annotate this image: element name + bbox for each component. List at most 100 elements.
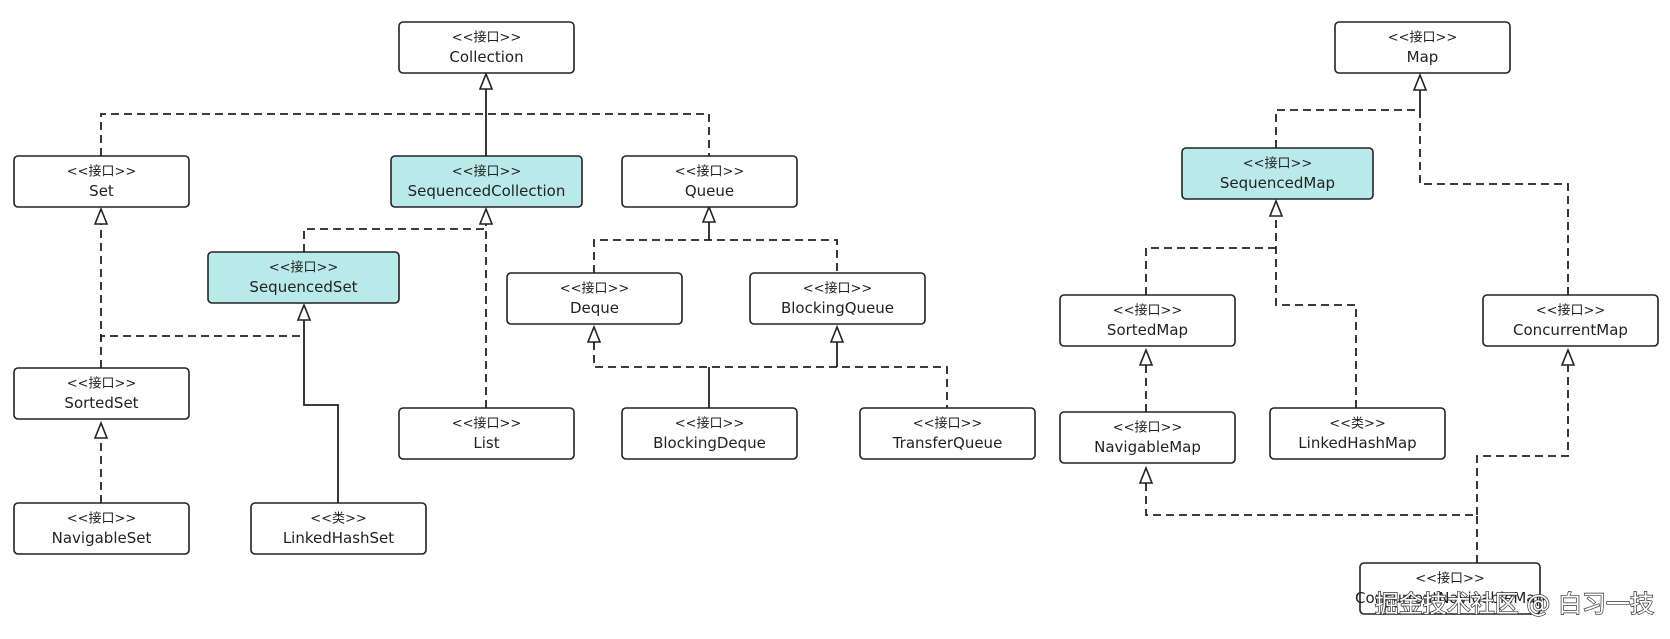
- node-name: NavigableSet: [52, 529, 152, 547]
- node-stereotype: <<类>>: [1329, 416, 1386, 431]
- edge-sortedset-to-sequencedset: [100, 335, 304, 340]
- node-name: Map: [1407, 48, 1439, 66]
- edge-set-to-collection: [100, 113, 710, 156]
- node-stereotype: <<接口>>: [1113, 302, 1183, 318]
- node-box: [1334, 21, 1511, 74]
- node-sorted-set: <<接口>> SortedSet: [13, 367, 190, 420]
- node-box: [1059, 294, 1236, 347]
- edge-concurrentnavigablemap-to-navigablemap: [1145, 468, 1478, 563]
- arrow-collection: [478, 71, 494, 90]
- edge-sequencedset-to-sequencedcollection: [303, 228, 486, 252]
- arrow-sortedset: [93, 420, 109, 439]
- node-name: SequencedMap: [1220, 174, 1335, 192]
- node-linked-hash-map: <<类>> LinkedHashMap: [1269, 407, 1446, 460]
- node-stereotype: <<接口>>: [675, 163, 745, 179]
- node-sequenced-set: <<接口>> SequencedSet: [207, 251, 400, 304]
- node-stereotype: <<接口>>: [452, 163, 522, 179]
- nodes: <<接口>> Collection <<接口>> Set <<接口>> Sequenced…: [13, 21, 1659, 615]
- node-stereotype: <<接口>>: [452, 415, 522, 431]
- node-sequenced-collection: <<接口>> SequencedCollection: [390, 155, 583, 208]
- arrow-sequencedset: [296, 302, 312, 321]
- node-name: SortedMap: [1107, 321, 1188, 339]
- edge-sortedmap-to-sequencedmap: [1145, 247, 1276, 295]
- node-name: ConcurrentNavigableMap: [1355, 589, 1545, 607]
- node-list: <<接口>> List: [398, 407, 575, 460]
- node-box: [506, 272, 683, 325]
- node-box: [1181, 147, 1374, 200]
- edge-blockingdeque-transferqueue: [593, 342, 948, 408]
- node-box: [621, 407, 798, 460]
- node-name: SequencedSet: [249, 278, 357, 296]
- node-queue: <<接口>> Queue: [621, 155, 798, 208]
- node-box: [749, 272, 926, 325]
- node-box: [13, 502, 190, 555]
- arrow-map: [1412, 72, 1428, 91]
- node-name: SequencedCollection: [408, 182, 566, 200]
- node-box: [1059, 411, 1236, 464]
- node-collection: <<接口>> Collection: [398, 21, 575, 74]
- node-stereotype: <<接口>>: [803, 280, 873, 296]
- node-linked-hash-set: <<类>> LinkedHashSet: [250, 502, 427, 555]
- node-box: [13, 155, 190, 208]
- node-box: [13, 367, 190, 420]
- arrow-concurrentmap: [1560, 347, 1576, 366]
- node-stereotype: <<接口>>: [1113, 419, 1183, 435]
- node-name: LinkedHashSet: [283, 529, 394, 547]
- edge-deque-blockingqueue-to-queue: [593, 239, 838, 273]
- node-concurrent-navigable-map: <<接口>> ConcurrentNavigableMap: [1355, 562, 1545, 615]
- node-box: [398, 21, 575, 74]
- node-map: <<接口>> Map: [1334, 21, 1511, 74]
- arrow-sequencedcollection: [478, 206, 494, 225]
- node-stereotype: <<接口>>: [67, 163, 137, 179]
- node-name: LinkedHashMap: [1298, 434, 1416, 452]
- node-stereotype: <<接口>>: [913, 415, 983, 431]
- node-name: List: [473, 434, 499, 452]
- node-stereotype: <<接口>>: [67, 510, 137, 526]
- node-stereotype: <<接口>>: [269, 259, 339, 275]
- arrowheads: [93, 71, 1576, 484]
- node-concurrent-map: <<接口>>ConcurrentMap: [1482, 294, 1659, 347]
- node-stereotype: <<接口>>: [1388, 29, 1458, 45]
- node-name: Set: [89, 182, 114, 200]
- node-name: TransferQueue: [892, 434, 1003, 452]
- node-stereotype: <<接口>>: [1415, 570, 1485, 586]
- node-blocking-deque: <<接口>>BlockingDeque: [621, 407, 798, 460]
- node-navigable-set: <<接口>> NavigableSet: [13, 502, 190, 555]
- node-sorted-map: <<接口>> SortedMap: [1059, 294, 1236, 347]
- node-stereotype: <<接口>>: [67, 375, 137, 391]
- node-name: Collection: [449, 48, 523, 66]
- node-name: NavigableMap: [1094, 438, 1201, 456]
- node-sequenced-map: <<接口>> SequencedMap: [1181, 147, 1374, 200]
- node-name: Queue: [685, 182, 734, 200]
- node-stereotype: <<接口>>: [452, 29, 522, 45]
- node-stereotype: <<接口>>: [560, 280, 630, 296]
- node-stereotype: <<接口>>: [1243, 155, 1313, 171]
- node-name: BlockingQueue: [781, 299, 894, 317]
- node-stereotype: <<类>>: [310, 511, 367, 526]
- arrow-navigablemap: [1138, 465, 1154, 484]
- node-box: [1359, 562, 1541, 615]
- edge-concurrentnavigablemap-to-concurrentmap: [1476, 350, 1569, 515]
- watermark-text: 掘金技术社区 @ 白习一技: [1375, 590, 1654, 618]
- node-navigable-map: <<接口>> NavigableMap: [1059, 411, 1236, 464]
- edge-linkedhashset-to-sequencedset: [303, 320, 339, 503]
- node-box: [1269, 407, 1446, 460]
- arrow-sortedmap: [1138, 347, 1154, 366]
- node-box: [390, 155, 583, 208]
- node-box: [1482, 294, 1659, 347]
- node-deque: <<接口>> Deque: [506, 272, 683, 325]
- node-box: [207, 251, 400, 304]
- edge-sequencedmap-to-map: [1275, 109, 1420, 148]
- node-name: SortedSet: [64, 394, 138, 412]
- arrow-blockingqueue: [829, 324, 845, 343]
- arrow-set: [93, 206, 109, 225]
- node-name: Deque: [570, 299, 619, 317]
- edges: [100, 89, 1569, 563]
- node-box: [621, 155, 798, 208]
- arrow-queue: [701, 204, 717, 223]
- arrow-deque: [586, 324, 602, 343]
- edge-concurrentmap-to-map: [1419, 110, 1569, 295]
- node-stereotype: <<接口>>: [675, 415, 745, 431]
- node-box: [859, 407, 1036, 460]
